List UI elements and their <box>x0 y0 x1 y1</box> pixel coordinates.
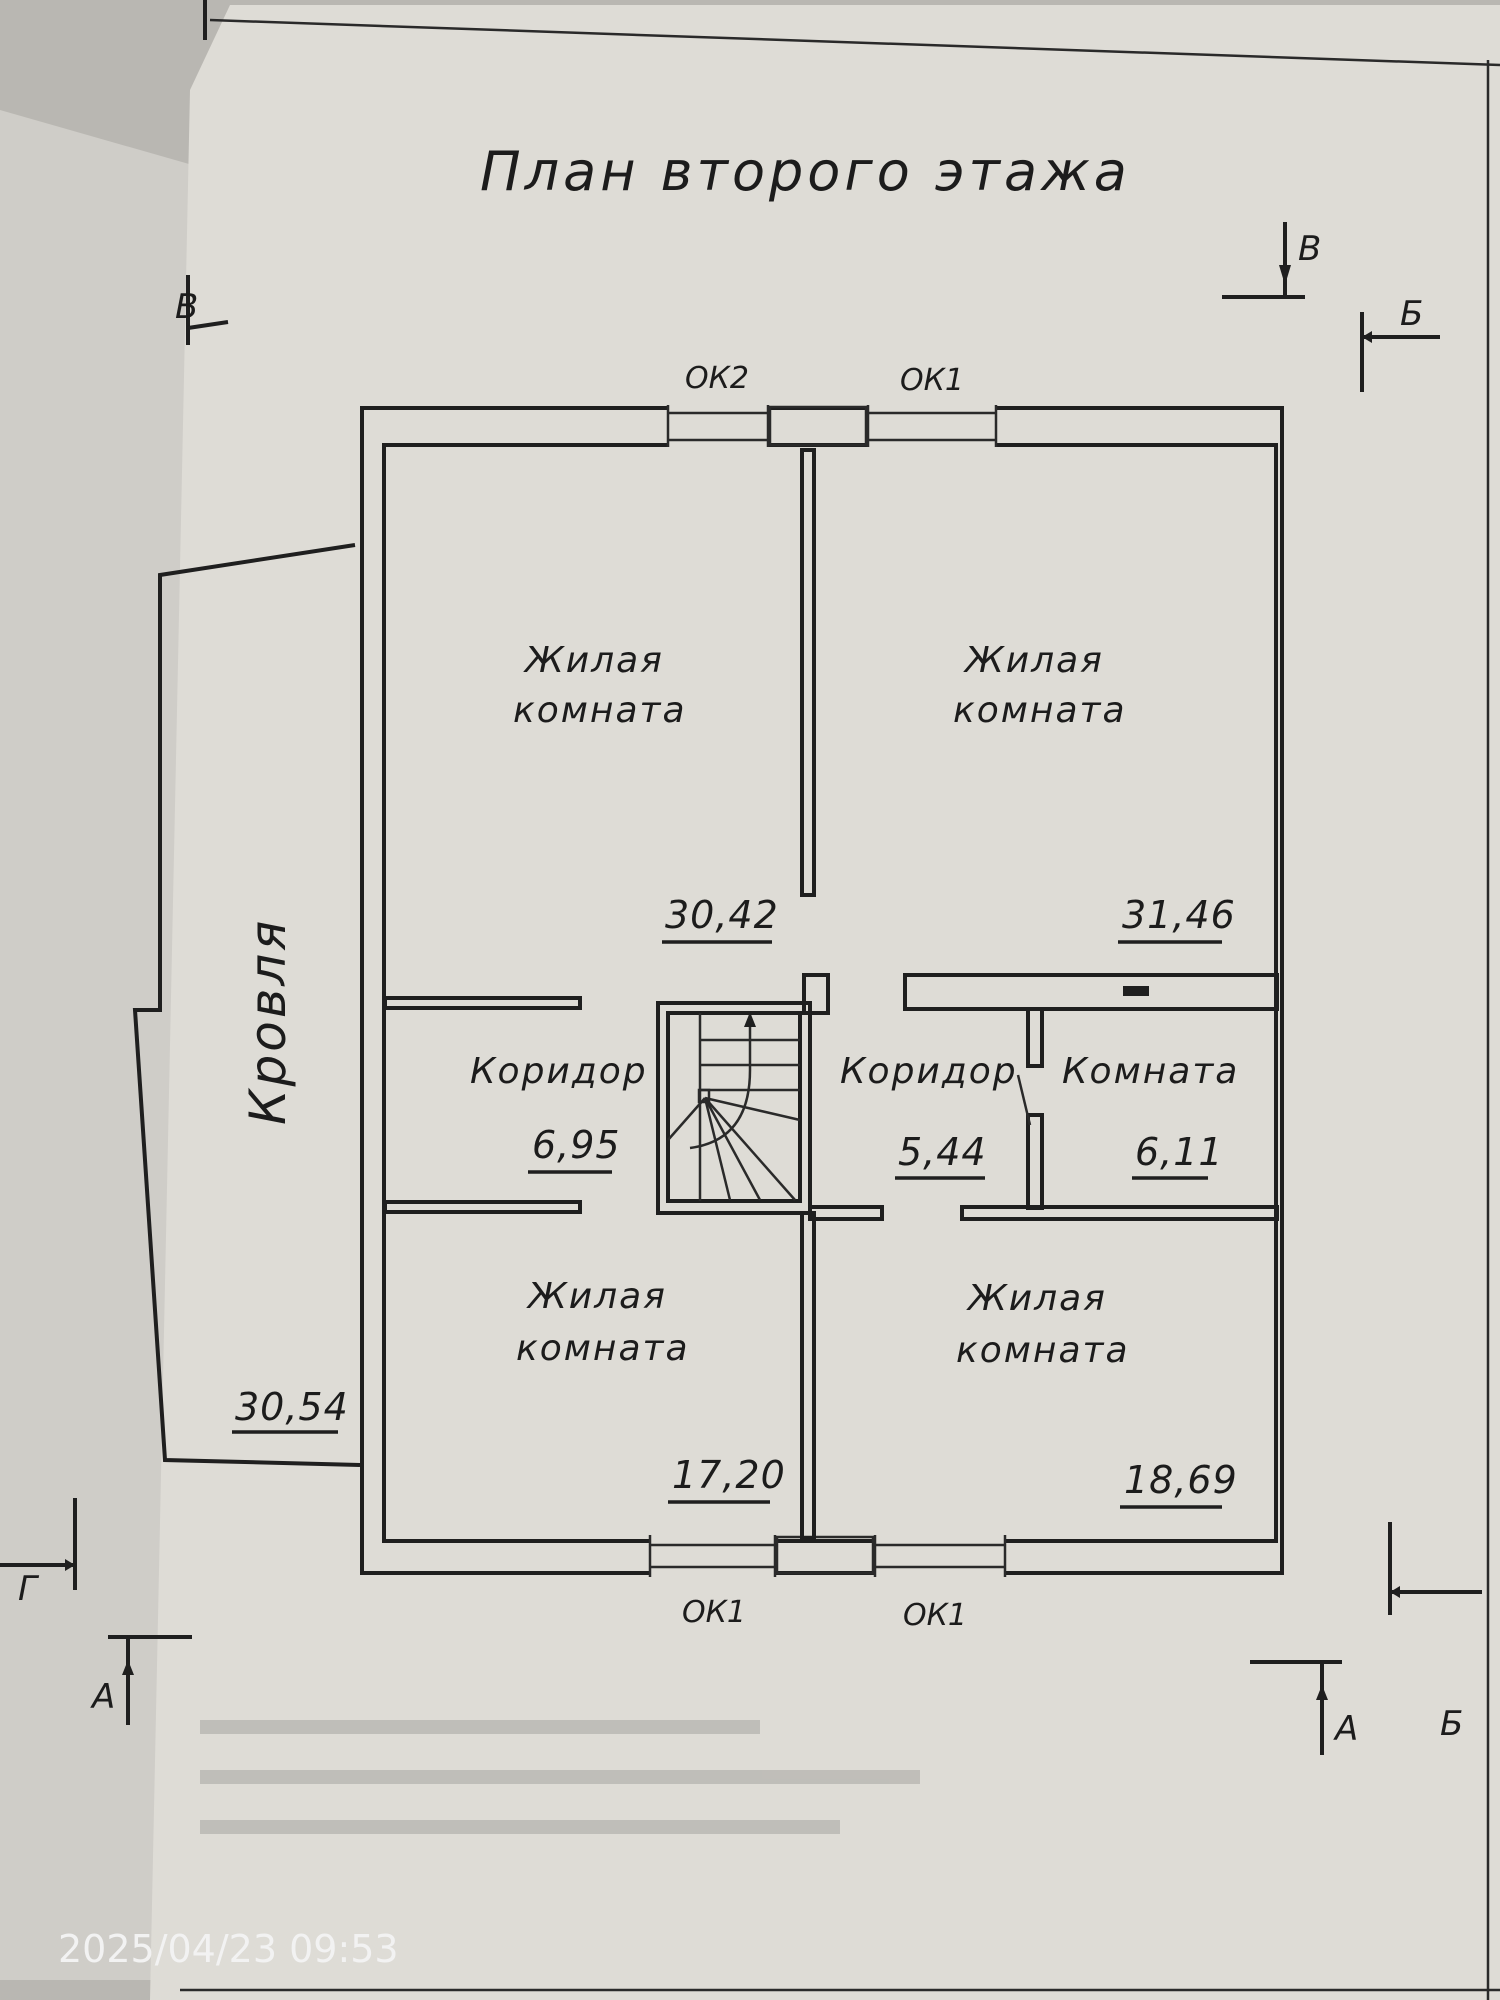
room-area: 5,44 <box>898 1130 987 1174</box>
drawing-title: План второго этажа <box>480 140 1131 203</box>
interior-walls <box>383 448 1279 1540</box>
room-label-line1: Коридор <box>840 1051 1018 1092</box>
room-area: 6,95 <box>532 1123 621 1167</box>
room-living-se: Жилая комната 18,69 <box>956 1278 1238 1509</box>
photo-timestamp: 2025/04/23 09:53 <box>58 1927 399 1971</box>
bottom-windows <box>648 1535 1007 1577</box>
room-label-line1: Коридор <box>470 1051 648 1092</box>
section-mark-a-bottom-right: А <box>1250 1660 1358 1755</box>
room-area: 6,11 <box>1135 1130 1224 1174</box>
staircase <box>667 1012 801 1201</box>
section-mark-v-left-edge: В <box>175 275 229 345</box>
section-letter: В <box>175 287 198 327</box>
room-label-line1: Жилая <box>963 640 1104 681</box>
section-letter: А <box>1333 1709 1358 1749</box>
room-label-line1: Жилая <box>523 640 664 681</box>
room-living-sw: Жилая комната 17,20 <box>516 1276 786 1504</box>
section-letter: Б <box>1400 294 1423 334</box>
underlying-page <box>0 110 210 1980</box>
room-corridor-w: Коридор 6,95 <box>470 1051 648 1174</box>
room-area: 18,69 <box>1124 1458 1238 1502</box>
room-living-nw: Жилая комната 30,42 <box>513 640 779 944</box>
room-label-line2: комната <box>516 1328 690 1369</box>
frame-top-line <box>209 18 1500 67</box>
room-corridor-c: Коридор 5,44 <box>840 1051 1018 1180</box>
paper-sheet <box>150 5 1500 2000</box>
room-small: Комната 6,11 <box>1062 1051 1239 1180</box>
section-mark-b-bottom-right: Б <box>1388 1522 1482 1744</box>
room-label-line1: Комната <box>1062 1051 1239 1092</box>
window-label-top-left: ОК2 <box>685 361 749 396</box>
room-area: 17,20 <box>672 1453 786 1497</box>
section-mark-a-bottom-left: А <box>90 1635 192 1725</box>
room-area: 30,42 <box>665 893 779 937</box>
room-living-ne: Жилая комната 31,46 <box>953 640 1236 944</box>
room-label-line2: комната <box>513 690 687 731</box>
section-mark-g-left: Г <box>0 1498 77 1609</box>
roof-outline <box>132 543 361 1467</box>
roof-area: 30,54 <box>235 1385 349 1429</box>
faded-print <box>200 1720 920 1834</box>
top-windows <box>666 405 998 447</box>
room-label-line2: комната <box>953 690 1127 731</box>
window-label-bottom-right: ОК1 <box>903 1598 967 1633</box>
room-label-line1: Жилая <box>966 1278 1107 1319</box>
window-label-top-right: ОК1 <box>900 363 964 398</box>
roof-label: Кровля <box>239 918 297 1125</box>
room-label-line1: Жилая <box>526 1276 667 1317</box>
room-area: 31,46 <box>1122 893 1236 937</box>
section-letter: А <box>90 1677 115 1717</box>
section-letter: В <box>1298 229 1321 269</box>
window-label-bottom-left: ОК1 <box>682 1595 746 1630</box>
room-label-line2: комната <box>956 1330 1130 1371</box>
section-mark-v-top: В <box>1222 222 1321 299</box>
section-letter: Г <box>18 1569 40 1609</box>
section-mark-b-top-right: Б <box>1360 294 1440 392</box>
section-letter: Б <box>1440 1704 1463 1744</box>
